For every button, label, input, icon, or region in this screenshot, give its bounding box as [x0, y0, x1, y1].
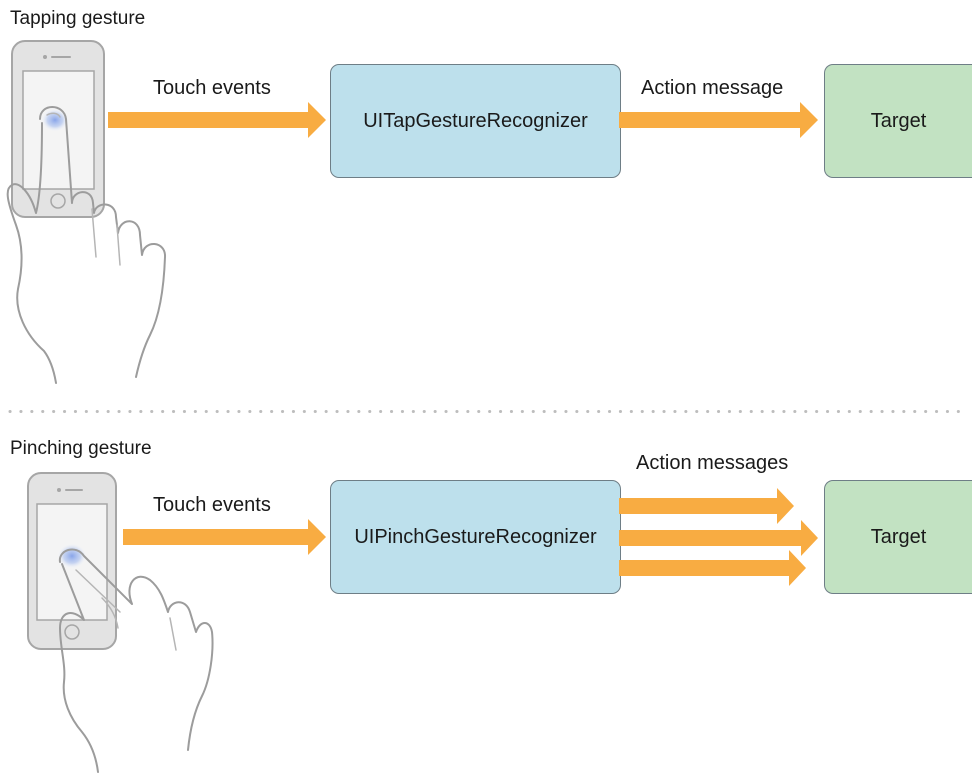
pinching-hand-icon: [57, 543, 214, 773]
pinch-touch-events-label: Touch events: [153, 494, 271, 516]
tap-action-message-label: Action message: [641, 77, 784, 99]
pinch-action-messages-label: Action messages: [636, 452, 789, 474]
tap-action-arrow: [619, 102, 818, 138]
tap-touch-events-arrow: [108, 102, 326, 138]
pinch-target-box: Target: [824, 480, 972, 594]
tap-recognizer-label: UITapGestureRecognizer: [363, 109, 588, 132]
tap-recognizer-box: UITapGestureRecognizer: [330, 64, 621, 178]
pinch-action-arrow-bottom: [619, 550, 806, 586]
pinch-touch-events-arrow: [123, 519, 326, 555]
pinch-recognizer-label: UIPinchGestureRecognizer: [354, 525, 597, 548]
pinch-target-label: Target: [870, 525, 927, 548]
section-divider: [8, 410, 970, 413]
tapping-hand-icon: [6, 106, 167, 384]
tap-target-label: Target: [870, 109, 927, 132]
tap-touch-events-label: Touch events: [153, 77, 271, 99]
tapping-section-title: Tapping gesture: [10, 8, 146, 29]
tap-target-box: Target: [824, 64, 972, 178]
pinching-section-title: Pinching gesture: [10, 438, 152, 459]
pinch-action-arrow-middle: [619, 520, 818, 556]
pinch-recognizer-box: UIPinchGestureRecognizer: [330, 480, 621, 594]
pinch-action-arrow-top: [619, 488, 794, 524]
